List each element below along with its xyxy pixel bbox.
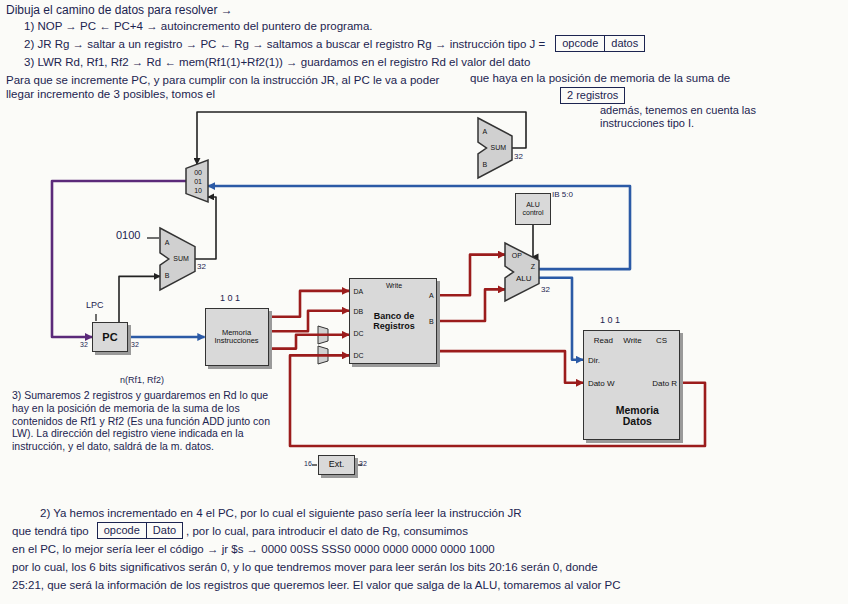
constant-wire bbox=[147, 237, 159, 238]
note-text: 25:21, que será la información de los re… bbox=[12, 578, 621, 592]
field-text: 2 registros bbox=[561, 88, 624, 103]
port-label: CS bbox=[656, 336, 667, 345]
field-text: opcode bbox=[556, 36, 604, 51]
port-label: Dato W bbox=[588, 379, 615, 388]
shape-outline bbox=[478, 118, 512, 178]
port-label: SUM bbox=[491, 144, 507, 152]
note-text: 1) NOP → PC ← PC+4 → autoincremento del … bbox=[24, 19, 372, 33]
bus-width: 32 bbox=[80, 341, 88, 350]
port-label: 01 bbox=[194, 178, 202, 186]
note-box: 2 registros bbox=[560, 87, 625, 104]
multiplexer: 000110 bbox=[186, 160, 208, 202]
adder: A B SUM bbox=[160, 228, 195, 290]
node-title: Memoria Instrucciones bbox=[209, 329, 265, 346]
wire-connector bbox=[197, 112, 526, 164]
port-label: Z bbox=[531, 264, 535, 272]
control-wire bbox=[95, 314, 96, 321]
node-title: Memoria Datos bbox=[601, 405, 673, 428]
port-label: DB bbox=[354, 308, 364, 316]
adder: A B SUM bbox=[478, 118, 512, 178]
note-text: además, tenemos en cuenta las instruccio… bbox=[600, 104, 800, 131]
control-bits: 1 0 1 bbox=[220, 293, 240, 304]
note-text: 3) Sumaremos 2 registros y guardaremos e… bbox=[12, 389, 282, 453]
wire-connector bbox=[128, 336, 205, 339]
note-text: que tendrá tipo bbox=[12, 524, 89, 538]
wire-connector bbox=[437, 351, 583, 383]
wire-connector bbox=[195, 197, 216, 259]
wire-connector bbox=[119, 276, 160, 322]
bus-width: 32 bbox=[359, 460, 367, 469]
port-label: Dato R bbox=[652, 379, 677, 388]
port-label: B bbox=[429, 318, 434, 326]
bus-width: 32 bbox=[197, 262, 206, 272]
field-text: Dato bbox=[146, 523, 182, 538]
node-title: ALU control bbox=[519, 201, 547, 216]
port-label: DC bbox=[354, 353, 364, 361]
port-label: OP bbox=[512, 252, 522, 260]
wire-connector bbox=[269, 335, 350, 349]
instruction-format-box: opcodeDato bbox=[97, 522, 183, 539]
port-label: Read bbox=[594, 336, 613, 345]
shape-outline bbox=[186, 160, 208, 202]
port-label: B bbox=[165, 273, 170, 281]
constant-value: 0100 bbox=[116, 229, 140, 242]
wire-connector bbox=[52, 181, 186, 337]
note-text: , por lo cual, para introducir el dato d… bbox=[186, 524, 468, 538]
note-text: por lo cual, los 6 bits significativos s… bbox=[12, 560, 598, 574]
note-text: en el PC, lo mejor sería leer el código … bbox=[12, 542, 495, 556]
field-text: datos bbox=[604, 36, 644, 51]
control-bits: 1 0 1 bbox=[600, 315, 620, 326]
note-text: n(Rf1, Rf2) bbox=[120, 375, 164, 386]
field-text: opcode bbox=[98, 523, 146, 538]
sign-extender: Ext. bbox=[318, 455, 355, 475]
wire-connector bbox=[531, 225, 533, 257]
alu-control: ALU control bbox=[515, 193, 551, 225]
port-label: Write bbox=[623, 336, 642, 345]
shape-outline bbox=[160, 228, 195, 290]
program-counter: PC bbox=[92, 322, 128, 352]
data-memory: Read Write CS Dir. Dato W Dato R Memoria Datos bbox=[583, 330, 680, 440]
note-text: Para que se incremente PC, y para cumpli… bbox=[6, 73, 461, 101]
wire-connector bbox=[539, 278, 583, 360]
shape-outline bbox=[505, 243, 539, 301]
signal-name: LPC bbox=[86, 300, 104, 311]
bus-width: 16 bbox=[304, 460, 312, 469]
port-label: Dir. bbox=[588, 356, 600, 365]
signal-name: IB 5:0 bbox=[552, 190, 573, 200]
port-label: A bbox=[482, 129, 487, 137]
instruction-memory: Memoria Instrucciones bbox=[205, 308, 269, 366]
note-text: 2) Ya hemos incrementado en 4 el PC, por… bbox=[40, 506, 522, 520]
port-label: 10 bbox=[194, 187, 202, 195]
port-label: A bbox=[165, 239, 170, 247]
alu: OP Z ALU bbox=[505, 243, 539, 301]
wire-connector bbox=[208, 186, 630, 269]
port-label: SUM bbox=[173, 255, 189, 263]
wire-connector bbox=[269, 311, 350, 332]
bus-width: 32 bbox=[131, 341, 139, 350]
wire-connector bbox=[437, 289, 505, 321]
note-text: que haya en la posición de memoria de la… bbox=[470, 71, 730, 85]
port-label: Write bbox=[386, 282, 402, 290]
port-label: ALU bbox=[516, 275, 532, 284]
port-label: DC bbox=[354, 330, 364, 338]
node-title: Ext. bbox=[329, 460, 345, 470]
port-label: 00 bbox=[194, 169, 202, 177]
port-label: A bbox=[429, 292, 434, 300]
input-wire bbox=[312, 464, 317, 465]
instruction-format-box: opcodedatos bbox=[555, 35, 645, 52]
shape-outline bbox=[505, 243, 539, 301]
note-text: 3) LWR Rd, Rf1, Rf2 → Rd ← mem(Rf1(1)+Rf… bbox=[24, 55, 530, 69]
bus-width: 32 bbox=[514, 152, 523, 162]
heading-note: Dibuja el camino de datos para resolver … bbox=[6, 3, 233, 18]
note-text: 2) JR Rg → saltar a un registro → PC ← R… bbox=[24, 37, 545, 51]
node-title: Banco de Registros bbox=[367, 312, 421, 332]
port-label: DA bbox=[354, 288, 364, 296]
bus-width: 32 bbox=[541, 285, 550, 295]
register-file: WriteDADBDCDCBanco de RegistrosAB bbox=[349, 278, 437, 364]
node-title: PC bbox=[102, 331, 117, 343]
port-label: B bbox=[482, 161, 487, 169]
